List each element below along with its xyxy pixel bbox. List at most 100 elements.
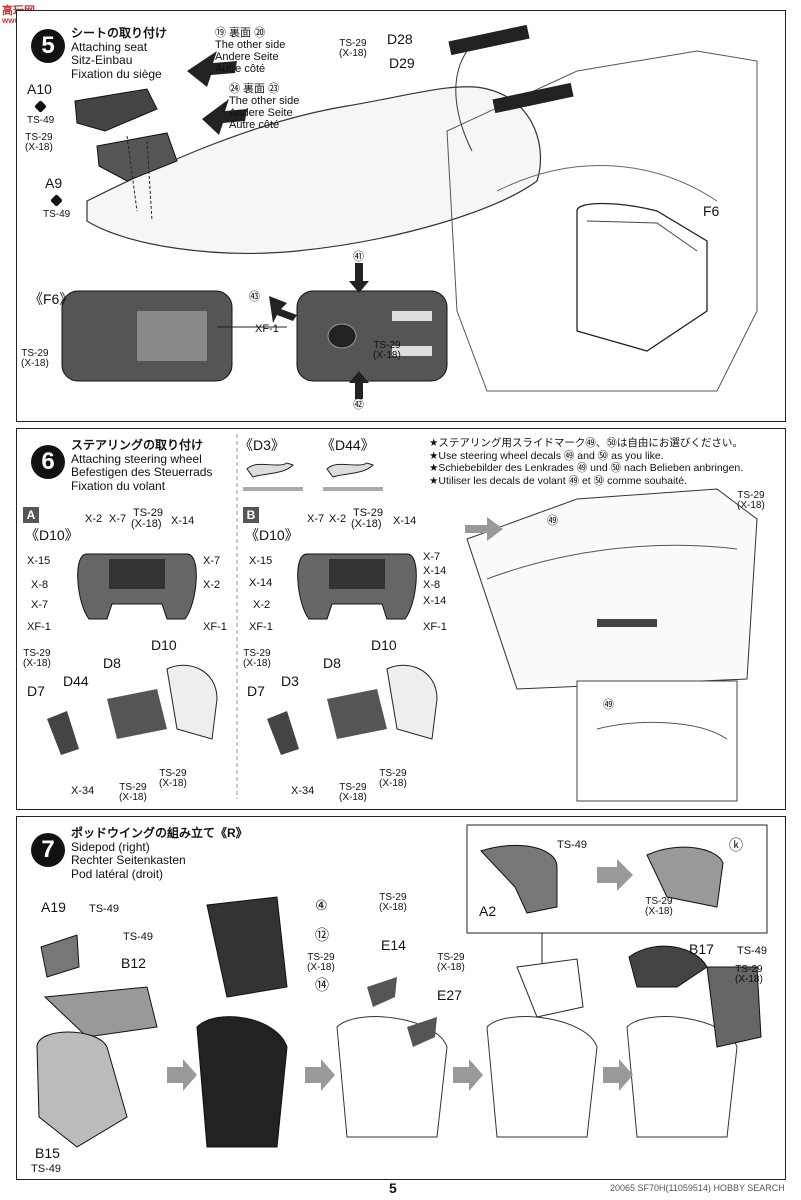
wheel-a-left: X-8 — [31, 579, 49, 591]
wheel-b-left: X-14 — [249, 577, 273, 589]
callout-1-line: Autre côté — [215, 63, 266, 75]
title-fr: Fixation du volant — [71, 478, 166, 493]
wheel-a-top: X-2 — [85, 513, 103, 525]
footer-logo: HOBBY SEARCH — [713, 1183, 785, 1193]
part-b15: B15 — [35, 1145, 60, 1161]
wheel-b-right: X-14 — [423, 565, 447, 577]
wheel-b-left: XF-1 — [249, 621, 273, 633]
wheel-a-top: X-14 — [171, 515, 195, 527]
part-d7: D7 — [27, 683, 45, 699]
notes: ★ステアリング用スライドマーク㊾、㊿は自由にお選びください。 ★Use stee… — [429, 437, 743, 487]
step-5-illustration — [61, 24, 758, 399]
title-en: Attaching steering wheel — [71, 451, 202, 466]
step-5-panel: 5 シートの取り付け Attaching seat Sitz-Einbau Fi… — [16, 10, 786, 422]
title-de: Befestigen des Steuerrads — [71, 465, 213, 479]
decal-42: ㊷ — [353, 399, 364, 411]
title-en: Attaching seat — [71, 39, 148, 54]
title-jp: シートの取り付け — [71, 26, 168, 40]
step-number: 7 — [31, 833, 65, 867]
part-d8: D8 — [323, 655, 341, 671]
box-a: A — [23, 507, 39, 523]
paint-callout: TS-29(X-18) — [379, 892, 407, 913]
decal-92-detail: ㊾ — [603, 699, 614, 711]
wheel-a-top: X-7 — [109, 513, 127, 525]
paint-callout: TS-29(X-18) — [243, 648, 271, 669]
variant-d3: 《D3》 — [239, 437, 285, 453]
title-fr: Pod latéral (droit) — [71, 866, 164, 881]
callout-1-line: The other side — [215, 39, 286, 51]
wheel-a-right: X-2 — [203, 579, 221, 591]
paint-ts49: TS-49 — [557, 839, 587, 851]
decal-41: ㊶ — [353, 251, 364, 263]
title-en: Sidepod (right) — [71, 839, 150, 854]
part-d29: D29 — [389, 55, 415, 71]
paint-callout: TS-29(X-18) — [437, 952, 465, 973]
part-d28: D28 — [387, 31, 413, 47]
paint-callout: TS-29(X-18) — [159, 768, 187, 789]
note-line: ★Utiliser les decals de volant ㊾ et ㊿ co… — [429, 474, 688, 487]
decal-14: ⑭ — [315, 977, 329, 993]
part-d44: D44 — [63, 673, 89, 689]
paint-callout: TS-29(X-18) — [339, 38, 367, 59]
wheel-a-top: (X-18) — [131, 518, 162, 530]
wheel-b-label: 《D10》 — [245, 527, 299, 543]
part-a19: A19 — [41, 899, 66, 915]
callout-2-line: Andere Seite — [229, 107, 293, 119]
part-d10: D10 — [371, 637, 397, 653]
paint-x34: X-34 — [291, 785, 315, 797]
paint-x34: X-34 — [71, 785, 95, 797]
variant-d44: 《D44》 — [321, 437, 375, 453]
wheel-b-right: X-14 — [423, 595, 447, 607]
callout-1-line: Andere Seite — [215, 51, 279, 63]
title-de: Sitz-Einbau — [71, 53, 133, 67]
wheel-b-right: X-7 — [423, 551, 441, 563]
step-number: 5 — [31, 29, 65, 63]
callout-1-nums: ⑲ 裏面 ⑳ — [215, 27, 266, 39]
paint-callout: TS-29(X-18) — [25, 132, 53, 153]
wheel-b-top: TS-29 — [353, 507, 383, 519]
decal-92: ㊾ — [547, 515, 558, 527]
note-line: ★ステアリング用スライドマーク㊾、㊿は自由にお選びください。 — [429, 437, 743, 449]
part-b12: B12 — [121, 955, 146, 971]
part-f6: F6 — [703, 203, 720, 219]
title-fr: Fixation du siège — [71, 66, 162, 81]
paint-callout: TS-29(X-18) — [21, 348, 49, 369]
step-7-panel: 7 ポッドウイングの組み立て《R》 Sidepod (right) Rechte… — [16, 816, 786, 1180]
wheel-b-right: X-8 — [423, 579, 441, 591]
paint-callout: TS-29(X-18) — [735, 964, 763, 985]
part-a9: A9 — [45, 175, 63, 191]
page-number: 5 — [389, 1180, 397, 1196]
title-de: Rechter Seitenkasten — [71, 853, 186, 867]
part-e27: E27 — [437, 987, 462, 1003]
step-7-illustration — [36, 824, 768, 1148]
paint-xf1: XF-1 — [255, 323, 279, 335]
part-a10: A10 — [27, 81, 52, 97]
part-d8: D8 — [103, 655, 121, 671]
step-number: 6 — [31, 445, 65, 479]
wheel-a-left: X-7 — [31, 599, 49, 611]
paint-callout: TS-29(X-18) — [339, 782, 367, 803]
paint-callout: TS-29(X-18) — [119, 782, 147, 803]
wheel-b-left: X-2 — [253, 599, 271, 611]
title-jp: ステアリングの取り付け — [71, 438, 204, 452]
decal-4: ④ — [315, 897, 328, 913]
paint-callout: TS-29(X-18) — [379, 768, 407, 789]
paint-ts49: TS-49 — [737, 945, 767, 957]
wheel-a-label: 《D10》 — [25, 527, 79, 543]
step-6-panel: 6 ステアリングの取り付け Attaching steering wheel B… — [16, 428, 786, 810]
step-title: ステアリングの取り付け Attaching steering wheel Bef… — [71, 438, 213, 493]
wheel-b-top: (X-18) — [351, 518, 382, 530]
part-d10: D10 — [151, 637, 177, 653]
paint-callout: TS-29(X-18) — [23, 648, 51, 669]
callout-2-line: The other side — [229, 95, 300, 107]
part-b17: B17 — [689, 941, 714, 957]
paint-callout: TS-49 — [27, 100, 54, 126]
part-d3: D3 — [281, 673, 299, 689]
wheel-b-left: X-15 — [249, 555, 273, 567]
part-e14: E14 — [381, 937, 406, 953]
part-d7: D7 — [247, 683, 265, 699]
callout-2-line: Autre côté — [229, 119, 280, 131]
paint-ts49: TS-49 — [123, 931, 153, 943]
paint-callout: TS-29(X-18) — [737, 490, 765, 511]
paint-callout: TS-29(X-18) — [307, 952, 335, 973]
